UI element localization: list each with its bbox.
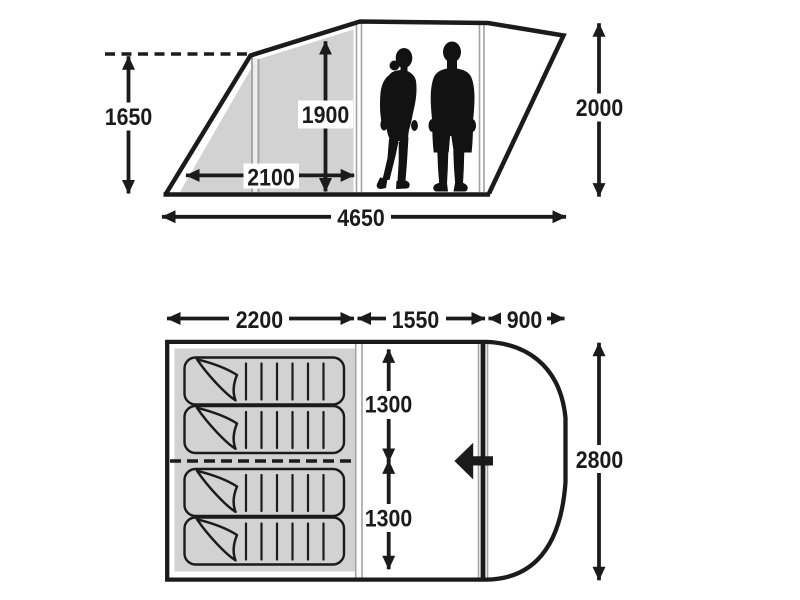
svg-text:1550: 1550 (392, 305, 439, 333)
svg-text:1650: 1650 (105, 103, 152, 131)
svg-text:1900: 1900 (302, 101, 349, 129)
svg-text:1300: 1300 (365, 390, 412, 418)
svg-text:2100: 2100 (247, 163, 294, 191)
svg-text:900: 900 (507, 306, 543, 334)
svg-text:4650: 4650 (337, 204, 384, 232)
svg-text:1300: 1300 (365, 504, 412, 532)
svg-text:2200: 2200 (236, 305, 283, 333)
svg-text:2800: 2800 (576, 446, 623, 474)
svg-text:2000: 2000 (576, 94, 623, 122)
